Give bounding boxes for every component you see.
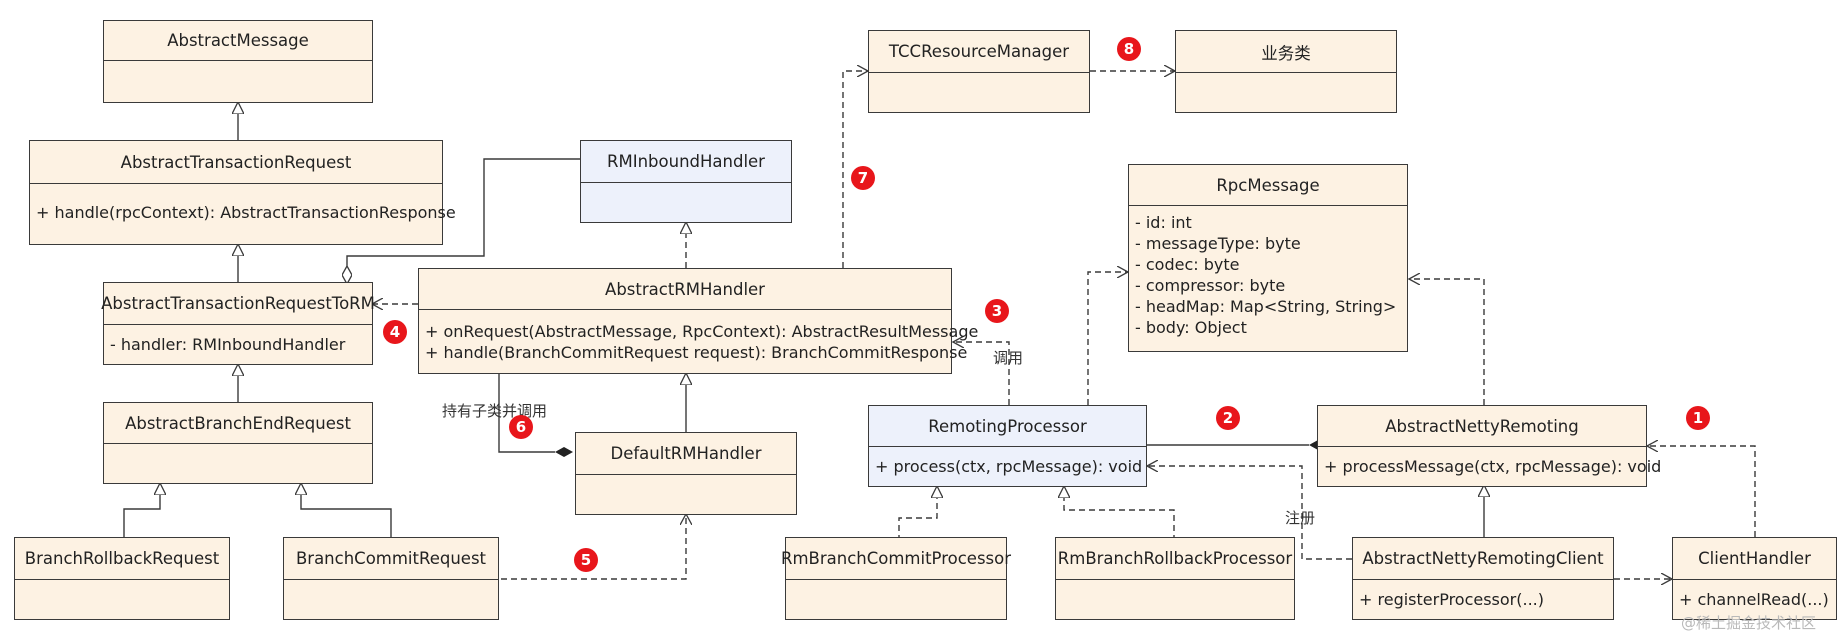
member: + onRequest(AbstractMessage, RpcContext)…	[425, 322, 979, 341]
class-branch-rollback-request[interactable]: BranchRollbackRequest	[14, 537, 230, 620]
class-name: BranchRollbackRequest	[15, 538, 229, 580]
class-default-rm-handler[interactable]: DefaultRMHandler	[575, 432, 797, 515]
edge-rmbcp-implements-rp	[898, 486, 937, 551]
member: + processMessage(ctx, rpcMessage): void	[1324, 457, 1662, 476]
class-name: ClientHandler	[1673, 538, 1836, 580]
class-members	[15, 580, 229, 588]
class-branch-commit-request[interactable]: BranchCommitRequest	[283, 537, 499, 620]
member: - codec: byte	[1135, 255, 1240, 274]
class-members: - id: int - messageType: byte - codec: b…	[1129, 206, 1407, 342]
class-rm-branch-commit-processor[interactable]: RmBranchCommitProcessor	[781, 537, 1011, 620]
class-abstract-branch-end-request[interactable]: AbstractBranchEndRequest	[103, 402, 373, 484]
step-marker-8: 8	[1117, 37, 1141, 61]
class-name: AbstractTransactionRequestToRM	[101, 283, 375, 325]
member: - body: Object	[1135, 318, 1247, 337]
edge-label-call: 调用	[993, 349, 1024, 367]
class-name: RmBranchRollbackProcessor	[1056, 538, 1294, 580]
member: + process(ctx, rpcMessage): void	[875, 457, 1143, 476]
class-members: + registerProcessor(...)	[1353, 580, 1613, 614]
class-name: DefaultRMHandler	[576, 433, 796, 475]
class-name: RMInboundHandler	[581, 141, 791, 183]
class-members	[104, 444, 372, 452]
member: + registerProcessor(...)	[1359, 590, 1544, 609]
step-marker-7: 7	[851, 166, 875, 190]
class-members	[1176, 73, 1396, 81]
class-members: - handler: RMInboundHandler	[104, 325, 372, 359]
edge-rp-to-rpcmsg	[1087, 272, 1128, 405]
step-marker-4: 4	[383, 320, 407, 344]
member: - messageType: byte	[1135, 234, 1301, 253]
edge-label-register: 注册	[1285, 509, 1316, 527]
class-name: AbstractMessage	[104, 21, 372, 61]
class-name: AbstractNettyRemoting	[1318, 406, 1646, 447]
step-marker-6: 6	[509, 415, 533, 439]
class-members	[576, 475, 796, 483]
member: - headMap: Map<String, String>	[1135, 297, 1397, 316]
edge-bcr-extends-aber	[301, 483, 392, 537]
member: - id: int	[1135, 213, 1192, 232]
class-abstract-rm-handler[interactable]: AbstractRMHandler + onRequest(AbstractMe…	[418, 268, 979, 374]
watermark: @稀土掘金技术社区	[1681, 614, 1817, 632]
interface-rm-inbound-handler[interactable]: RMInboundHandler	[580, 140, 792, 223]
class-name: TCCResourceManager	[869, 31, 1089, 73]
class-members	[786, 580, 1006, 588]
class-rpc-message[interactable]: RpcMessage - id: int - messageType: byte…	[1128, 164, 1408, 352]
edge-armh-composes-drmh	[498, 373, 573, 457]
edge-brr-extends-aber	[123, 483, 160, 537]
step-marker-3: 3	[985, 299, 1009, 323]
member: + channelRead(...)	[1679, 590, 1829, 609]
edge-ch-to-anr	[1647, 446, 1756, 537]
class-members	[869, 73, 1089, 81]
class-abstract-netty-remoting[interactable]: AbstractNettyRemoting + processMessage(c…	[1317, 405, 1662, 487]
step-marker-5: 5	[574, 548, 598, 572]
class-tcc-resource-manager[interactable]: TCCResourceManager	[868, 30, 1090, 113]
edge-anr-to-rpcmsg	[1409, 279, 1485, 405]
class-name: 业务类	[1176, 31, 1396, 73]
class-name: AbstractTransactionRequest	[30, 141, 442, 184]
class-name: AbstractBranchEndRequest	[104, 403, 372, 444]
class-abstract-netty-remoting-client[interactable]: AbstractNettyRemotingClient + registerPr…	[1352, 537, 1614, 620]
class-abstract-transaction-request[interactable]: AbstractTransactionRequest + handle(rpcC…	[29, 140, 456, 245]
class-name: RpcMessage	[1129, 165, 1407, 206]
class-rm-branch-rollback-processor[interactable]: RmBranchRollbackProcessor	[1055, 537, 1295, 620]
class-members: + processMessage(ctx, rpcMessage): void	[1318, 447, 1662, 481]
class-name: AbstractNettyRemotingClient	[1353, 538, 1613, 580]
edge-label-hold-subclass-and-call: 持有子类并调用	[442, 402, 548, 420]
edge-rmbrp-implements-rp	[1064, 486, 1175, 551]
edge-armh-to-tccrm	[842, 71, 868, 268]
step-marker-1: 1	[1686, 406, 1710, 430]
class-members	[581, 183, 791, 191]
class-members	[284, 580, 498, 588]
class-abstract-message[interactable]: AbstractMessage	[103, 20, 373, 103]
member: - handler: RMInboundHandler	[110, 335, 346, 354]
member: + handle(rpcContext): AbstractTransactio…	[36, 203, 456, 222]
interface-remoting-processor[interactable]: RemotingProcessor + process(ctx, rpcMess…	[868, 405, 1147, 487]
class-name: BranchCommitRequest	[284, 538, 498, 580]
class-members: + channelRead(...)	[1673, 580, 1836, 614]
member: + handle(BranchCommitRequest request): B…	[425, 343, 968, 362]
edge-anrc-registers-rp	[1147, 466, 1352, 560]
edge-rp-to-armh	[953, 342, 1010, 405]
class-members: + process(ctx, rpcMessage): void	[869, 447, 1146, 481]
member: - compressor: byte	[1135, 276, 1286, 295]
class-name: AbstractRMHandler	[419, 269, 951, 310]
class-abstract-transaction-request-to-rm[interactable]: AbstractTransactionRequestToRM - handler…	[101, 282, 375, 365]
edge-bcr-to-drmh	[501, 514, 686, 580]
class-name: RemotingProcessor	[869, 406, 1146, 447]
class-members: + handle(rpcContext): AbstractTransactio…	[30, 184, 456, 227]
class-business[interactable]: 业务类	[1175, 30, 1397, 113]
edge-atrtorm-aggregates-rmih	[347, 158, 588, 266]
step-marker-2: 2	[1216, 406, 1240, 430]
class-members: + onRequest(AbstractMessage, RpcContext)…	[419, 310, 979, 367]
class-members	[1056, 580, 1294, 588]
class-client-handler[interactable]: ClientHandler + channelRead(...)	[1672, 537, 1837, 620]
class-name: RmBranchCommitProcessor	[781, 538, 1011, 580]
class-members	[104, 61, 372, 69]
